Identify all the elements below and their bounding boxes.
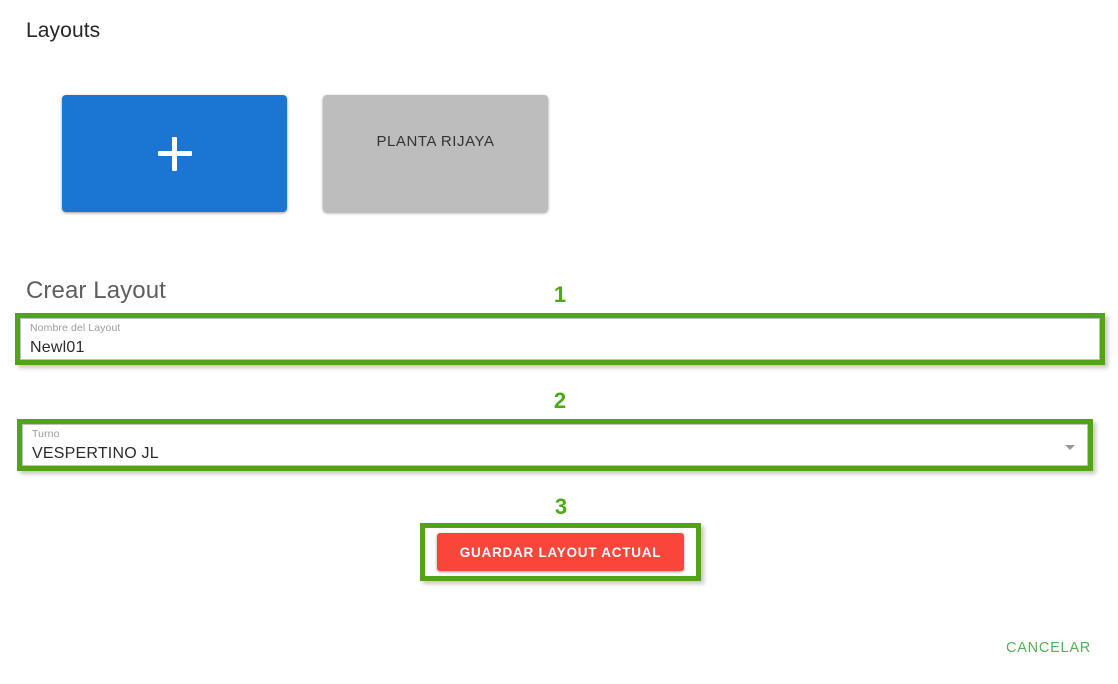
save-layout-button[interactable]: GUARDAR LAYOUT ACTUAL <box>437 533 684 571</box>
layout-name-input[interactable]: Newl01 <box>30 339 85 356</box>
add-layout-card[interactable] <box>62 95 287 212</box>
annotation-box-3 <box>420 523 701 581</box>
annotation-box-2 <box>17 419 1093 471</box>
turno-select-field[interactable]: Turno VESPERTINO JL <box>22 424 1088 466</box>
turno-selected-value[interactable]: VESPERTINO JL <box>32 445 159 462</box>
layout-card-label: PLANTA RIJAYA <box>376 133 495 150</box>
annotation-marker-2: 2 <box>553 388 567 413</box>
layout-card-planta-rijaya[interactable]: PLANTA RIJAYA <box>323 95 548 212</box>
page-title: Layouts <box>26 19 101 42</box>
annotation-marker-3: 3 <box>554 494 568 519</box>
layout-name-label: Nombre del Layout <box>30 322 121 334</box>
chevron-down-icon[interactable] <box>1065 445 1075 450</box>
section-title-crear-layout: Crear Layout <box>26 277 166 304</box>
plus-icon <box>157 136 192 171</box>
annotation-marker-1: 1 <box>553 282 567 307</box>
turno-label: Turno <box>32 428 60 440</box>
annotation-box-1 <box>15 313 1105 365</box>
cancel-button[interactable]: CANCELAR <box>1000 636 1097 660</box>
layout-name-field[interactable]: Nombre del Layout Newl01 <box>20 318 1100 360</box>
